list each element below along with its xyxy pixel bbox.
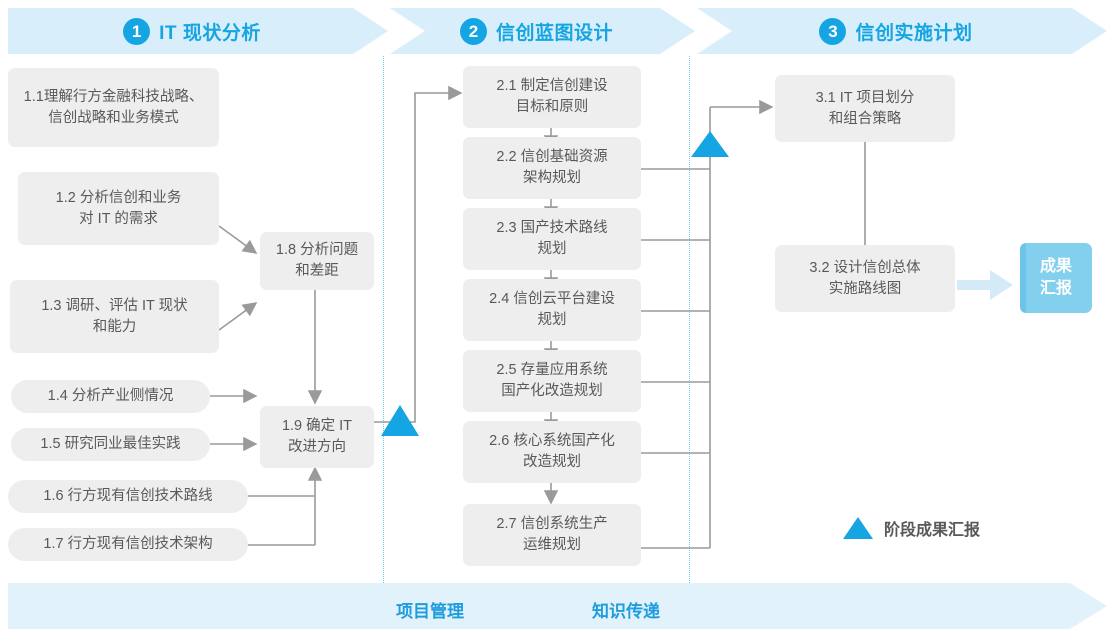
- bottom-band: [8, 583, 1107, 629]
- task-label-1-2: 1.2 分析信创和业务对 IT 的需求: [55, 189, 182, 227]
- task-label-1-4: 1.4 分析产业侧情况: [47, 388, 174, 404]
- task-label-2-5: 2.5 存量应用系统国产化改造规划: [496, 362, 608, 399]
- task-label-3-1: 3.1 IT 项目划分和组合策略: [815, 89, 915, 127]
- task-label-2-2: 2.2 信创基础资源架构规划: [496, 149, 608, 186]
- bottom-label-knowledge-transfer: 知识传递: [592, 602, 660, 621]
- phase-number-3: 3: [819, 17, 847, 45]
- phase-header-2: 2 信创蓝图设计: [390, 8, 695, 54]
- task-label-1-8: 1.8 分析问题和差距: [275, 242, 359, 279]
- phase-number-1: 1: [123, 17, 151, 45]
- task-box-1-8[interactable]: 1.8 分析问题和差距: [260, 232, 374, 290]
- task-box-1-3[interactable]: 1.3 调研、评估 IT 现状和能力: [10, 280, 219, 353]
- legend-label: 阶段成果汇报: [884, 522, 981, 539]
- task-label-2-7: 2.7 信创系统生产运维规划: [496, 516, 608, 553]
- task-box-2-5[interactable]: 2.5 存量应用系统国产化改造规划: [463, 350, 641, 412]
- column-divider-2: [689, 56, 690, 583]
- task-box-2-2[interactable]: 2.2 信创基础资源架构规划: [463, 137, 641, 199]
- task-box-1-7[interactable]: 1.7 行方现有信创技术架构: [8, 528, 248, 561]
- task-box-1-5[interactable]: 1.5 研究同业最佳实践: [11, 428, 210, 461]
- milestone-triangle-phase2: [691, 131, 729, 157]
- task-box-1-2[interactable]: 1.2 分析信创和业务对 IT 的需求: [18, 172, 219, 245]
- task-box-2-4[interactable]: 2.4 信创云平台建设规划: [463, 279, 641, 341]
- task-label-2-3: 2.3 国产技术路线规划: [496, 220, 608, 257]
- task-box-3-1[interactable]: 3.1 IT 项目划分和组合策略: [775, 75, 955, 142]
- task-box-1-6[interactable]: 1.6 行方现有信创技术路线: [8, 480, 248, 513]
- milestone-triangle-phase1: [381, 405, 419, 436]
- bottom-label-project-management: 项目管理: [396, 602, 464, 621]
- result-arrow-icon: [957, 270, 1013, 300]
- phase-number-2: 2: [459, 17, 487, 45]
- task-label-2-6: 2.6 核心系统国产化改造规划: [489, 433, 615, 470]
- task-label-3-2: 3.2 设计信创总体实施路线图: [809, 259, 921, 297]
- task-label-1-7: 1.7 行方现有信创技术架构: [43, 536, 213, 552]
- result-badge-label: 成果汇报: [1039, 258, 1072, 297]
- phase-header-3: 3 信创实施计划: [697, 8, 1107, 54]
- task-label-1-3: 1.3 调研、评估 IT 现状和能力: [41, 297, 188, 335]
- task-box-2-7[interactable]: 2.7 信创系统生产运维规划: [463, 504, 641, 566]
- task-box-3-2[interactable]: 3.2 设计信创总体实施路线图: [775, 245, 955, 312]
- phase-header-1: 1 IT 现状分析: [8, 8, 388, 54]
- task-box-2-1[interactable]: 2.1 制定信创建设目标和原则: [463, 66, 641, 128]
- task-label-2-4: 2.4 信创云平台建设规划: [489, 291, 615, 328]
- task-box-2-6[interactable]: 2.6 核心系统国产化改造规划: [463, 421, 641, 483]
- column-divider-1: [383, 56, 384, 583]
- task-box-2-3[interactable]: 2.3 国产技术路线规划: [463, 208, 641, 270]
- task-label-1-1: 1.1理解行方金融科技战略、信创战略和业务模式: [23, 88, 204, 126]
- legend: 阶段成果汇报: [843, 516, 980, 540]
- task-box-1-1[interactable]: 1.1理解行方金融科技战略、信创战略和业务模式: [8, 68, 219, 147]
- bottom-band-labels: 项目管理 知识传递: [0, 583, 1115, 629]
- task-label-2-1: 2.1 制定信创建设目标和原则: [496, 78, 608, 115]
- task-label-1-6: 1.6 行方现有信创技术路线: [43, 488, 213, 504]
- phase-title-2: 信创蓝图设计: [495, 22, 613, 44]
- milestone-triangle-icon: [843, 517, 873, 539]
- result-badge[interactable]: 成果汇报: [1020, 243, 1092, 313]
- phase-title-1: IT 现状分析: [159, 22, 261, 44]
- task-label-1-5: 1.5 研究同业最佳实践: [40, 436, 181, 452]
- task-box-1-4[interactable]: 1.4 分析产业侧情况: [11, 380, 210, 413]
- phase-title-3: 信创实施计划: [855, 22, 973, 44]
